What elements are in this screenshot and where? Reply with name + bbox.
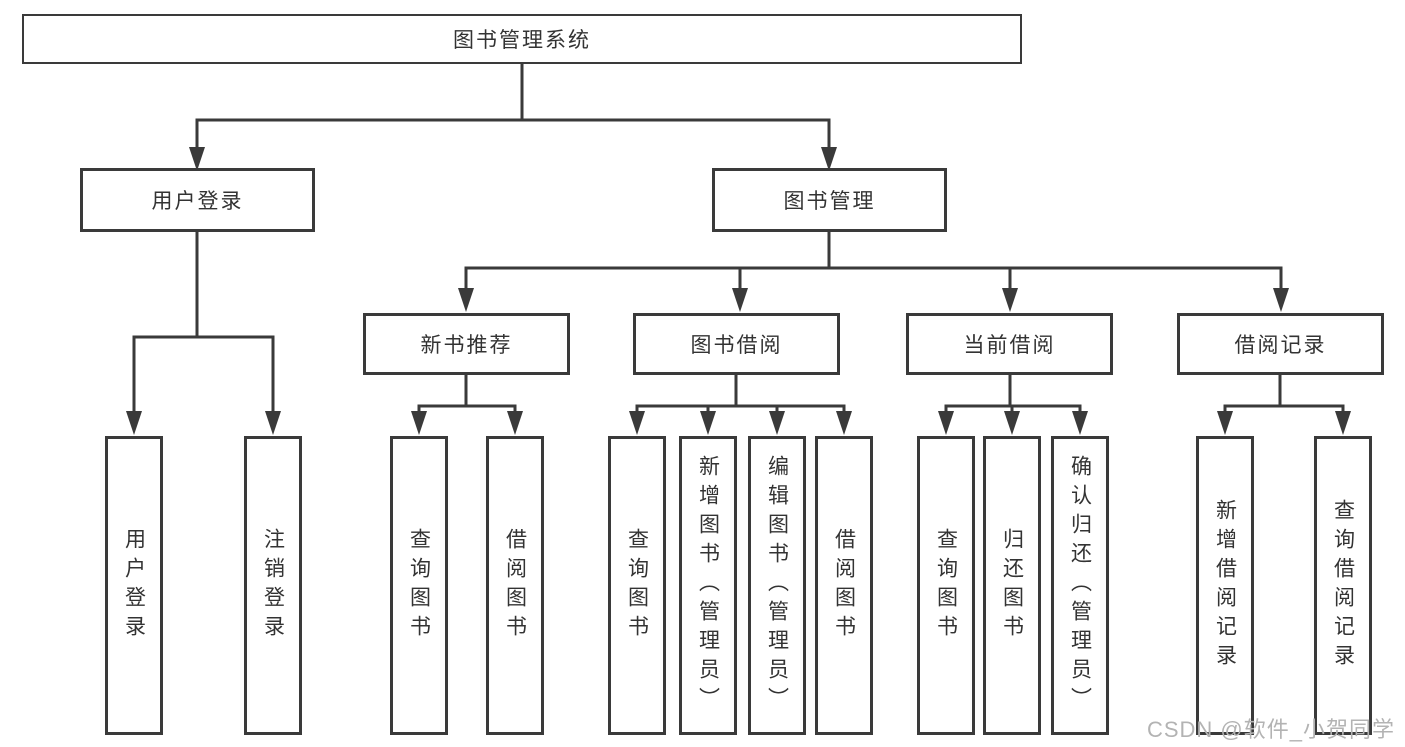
- node-book-management: 图书管理: [712, 168, 947, 232]
- node-label: 借阅图书: [832, 527, 856, 644]
- node-label: 归还图书: [1000, 527, 1024, 644]
- node-label: 借阅图书: [503, 527, 527, 644]
- csdn-watermark: CSDN @软件_小贺同学: [1146, 717, 1395, 742]
- node-leaf-add-borrow-record: 新增借阅记录: [1196, 436, 1254, 735]
- node-label: 新增图书（管理员）: [696, 455, 720, 716]
- node-label: 图书管理: [783, 190, 876, 213]
- node-leaf-query-books-recommend: 查询图书: [390, 436, 448, 735]
- node-current-borrow: 当前借阅: [906, 313, 1113, 375]
- node-label: 查询借阅记录: [1331, 498, 1355, 673]
- node-leaf-return-book: 归还图书: [983, 436, 1041, 735]
- node-borrow-records: 借阅记录: [1177, 313, 1384, 375]
- node-leaf-query-books-borrow: 查询图书: [608, 436, 666, 735]
- node-label: 图书借阅: [690, 334, 783, 357]
- node-label: 确认归还（管理员）: [1068, 455, 1092, 716]
- node-leaf-confirm-return-admin: 确认归还（管理员）: [1051, 436, 1109, 735]
- node-label: 用户登录: [122, 527, 146, 644]
- node-leaf-borrow-books-recommend: 借阅图书: [486, 436, 544, 735]
- node-leaf-user-login: 用户登录: [105, 436, 163, 735]
- node-label: 编辑图书（管理员）: [765, 455, 789, 716]
- node-label: 新书推荐: [420, 334, 513, 357]
- node-leaf-edit-book-admin: 编辑图书（管理员）: [748, 436, 806, 735]
- node-leaf-logout: 注销登录: [244, 436, 302, 735]
- node-label: 查询图书: [934, 527, 958, 644]
- node-label: 用户登录: [151, 190, 244, 213]
- node-new-book-recommend: 新书推荐: [363, 313, 570, 375]
- arrowheads: [126, 147, 1351, 435]
- node-label: 新增借阅记录: [1213, 498, 1237, 673]
- node-label: 注销登录: [261, 527, 285, 644]
- node-leaf-query-borrow-record: 查询借阅记录: [1314, 436, 1372, 735]
- node-user-login: 用户登录: [80, 168, 315, 232]
- node-leaf-borrow-books: 借阅图书: [815, 436, 873, 735]
- node-leaf-query-books-current: 查询图书: [917, 436, 975, 735]
- node-label: 查询图书: [407, 527, 431, 644]
- node-book-borrow: 图书借阅: [633, 313, 840, 375]
- node-label: 查询图书: [625, 527, 649, 644]
- node-label: 图书管理系统: [453, 29, 591, 52]
- node-leaf-add-book-admin: 新增图书（管理员）: [679, 436, 737, 735]
- node-label: 当前借阅: [963, 334, 1056, 357]
- node-library-system: 图书管理系统: [22, 14, 1022, 64]
- node-label: 借阅记录: [1234, 334, 1327, 357]
